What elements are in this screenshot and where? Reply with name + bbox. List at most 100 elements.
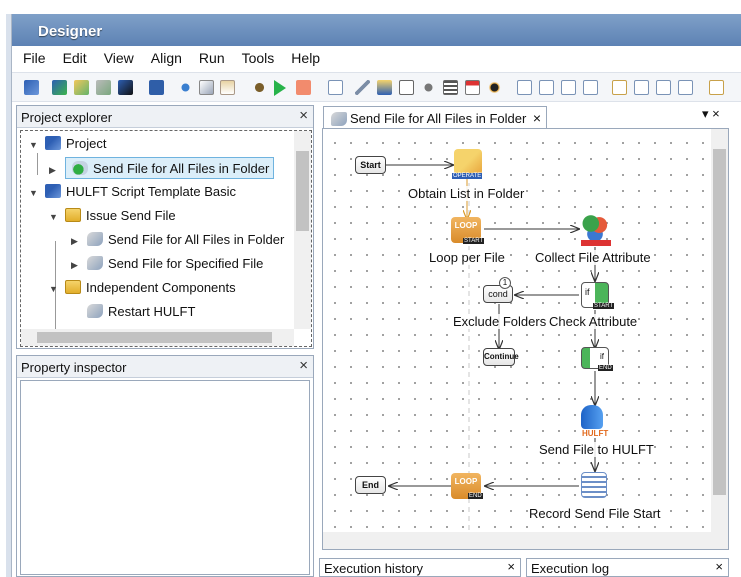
tree-item-independent-components[interactable]: ▼Independent Components: [49, 277, 236, 299]
property-inspector-panel: Property inspector ×: [16, 355, 314, 577]
project-icon: [45, 184, 61, 198]
expand-arrow-icon[interactable]: ▼: [29, 188, 38, 198]
tree-item-hulft-template[interactable]: ▼HULFT Script Template Basic: [29, 181, 236, 203]
scrollbar-thumb[interactable]: [37, 332, 272, 343]
import-icon[interactable]: [96, 80, 111, 95]
project-icon: [45, 136, 61, 150]
expand-arrow-icon[interactable]: ▼: [49, 212, 58, 222]
cond-node[interactable]: cond: [483, 285, 513, 303]
run-icon[interactable]: [274, 80, 286, 96]
collapse-arrow-icon[interactable]: ▶: [49, 165, 56, 175]
stop-icon[interactable]: [296, 80, 311, 95]
execution-history-panel: Execution history ×: [319, 558, 521, 577]
window-title: Designer: [12, 14, 741, 46]
settings-icon[interactable]: [421, 80, 436, 95]
property-inspector-title: Property inspector: [21, 360, 127, 375]
document-icon[interactable]: [399, 80, 414, 95]
same-size-icon[interactable]: [678, 80, 693, 95]
align-bottom-icon[interactable]: [656, 80, 671, 95]
tree-item-send-file-specified[interactable]: ▶Send File for Specified File: [71, 253, 263, 275]
project-explorer-close-icon[interactable]: ×: [299, 107, 308, 124]
hulft-badge: HULFT: [581, 429, 610, 438]
expand-arrow-icon[interactable]: ▼: [49, 284, 58, 294]
canvas-horizontal-scrollbar[interactable]: [323, 532, 711, 549]
menu-bar: File Edit View Align Run Tools Help: [12, 46, 741, 70]
collapse-arrow-icon[interactable]: ▶: [71, 236, 78, 246]
obtain-list-operate-icon[interactable]: [454, 149, 482, 175]
script-ok-icon: [72, 161, 88, 175]
canvas-vertical-scrollbar[interactable]: [711, 129, 728, 549]
label-exclude-folders: Exclude Folders: [453, 314, 547, 329]
list-icon[interactable]: [443, 80, 458, 95]
align-center-icon[interactable]: [539, 80, 554, 95]
label-obtain-list: Obtain List in Folder: [408, 186, 525, 201]
menu-align[interactable]: Align: [150, 50, 182, 66]
menu-help[interactable]: Help: [291, 50, 321, 66]
menu-view[interactable]: View: [103, 50, 134, 66]
menu-run[interactable]: Run: [198, 50, 225, 66]
copy-icon[interactable]: [199, 80, 214, 95]
menu-file[interactable]: File: [23, 50, 46, 66]
align-middle-icon[interactable]: [634, 80, 649, 95]
align-top-icon[interactable]: [612, 80, 627, 95]
execution-log-close-icon[interactable]: ×: [715, 559, 723, 574]
tree-vertical-scrollbar[interactable]: [294, 131, 311, 329]
paste-icon[interactable]: [220, 80, 235, 95]
open-icon[interactable]: [74, 80, 89, 95]
calendar-icon[interactable]: [465, 80, 480, 95]
if-end-icon[interactable]: if: [581, 347, 609, 369]
tree-item-project[interactable]: ▼Project: [29, 133, 106, 155]
layout-icon[interactable]: [709, 80, 724, 95]
tree-item-restart-hulft[interactable]: Restart HULFT: [87, 301, 195, 323]
execution-history-close-icon[interactable]: ×: [507, 559, 515, 574]
tab-label: Send File for All Files in Folder: [350, 111, 527, 126]
toolbar: [12, 72, 741, 102]
tab-close-icon[interactable]: ×: [532, 110, 541, 126]
new-project-icon[interactable]: [24, 80, 39, 95]
distribute-icon[interactable]: [583, 80, 598, 95]
grid-icon[interactable]: [328, 80, 343, 95]
project-explorer-header: Project explorer ×: [17, 106, 313, 128]
menu-edit[interactable]: Edit: [62, 50, 87, 66]
expand-arrow-icon[interactable]: ▼: [29, 140, 38, 150]
wrench-icon[interactable]: [355, 80, 370, 95]
flow-canvas[interactable]: Start OPERATE Obtain List in Folder LOOP…: [322, 128, 729, 551]
debug-icon[interactable]: [252, 80, 267, 95]
property-inspector-close-icon[interactable]: ×: [299, 357, 308, 374]
tree-item-send-file-all-template[interactable]: ▶Send File for All Files in Folder: [71, 229, 284, 251]
collect-red-badge: [581, 240, 611, 246]
book-icon[interactable]: [377, 80, 392, 95]
tab-send-file-all[interactable]: Send File for All Files in Folder ×: [323, 106, 547, 128]
execution-history-title: Execution history: [324, 561, 423, 576]
rename-icon[interactable]: [118, 80, 133, 95]
align-left-icon[interactable]: [517, 80, 532, 95]
start-node[interactable]: Start: [355, 156, 386, 174]
script-icon: [87, 256, 103, 270]
hulft-send-icon[interactable]: [581, 405, 603, 429]
label-send-file-to-hulft: Send File to HULFT: [539, 442, 654, 457]
bug-icon[interactable]: [487, 80, 502, 95]
save-icon[interactable]: [149, 80, 164, 95]
window-left-edge: [6, 14, 12, 577]
scrollbar-thumb[interactable]: [296, 151, 309, 231]
script-icon: [331, 112, 347, 126]
editor-panel-controls-icon[interactable]: ▾ ×: [702, 106, 720, 121]
align-right-icon[interactable]: [561, 80, 576, 95]
tree-horizontal-scrollbar[interactable]: [21, 329, 294, 346]
scrollbar-thumb[interactable]: [713, 149, 726, 495]
collapse-arrow-icon[interactable]: ▶: [71, 260, 78, 270]
tree-item-issue-send-file[interactable]: ▼Issue Send File: [49, 205, 176, 227]
step-number-badge: 1: [499, 277, 511, 289]
new-script-icon[interactable]: [52, 80, 67, 95]
end-node[interactable]: End: [355, 476, 386, 494]
label-loop-per-file: Loop per File: [429, 250, 505, 265]
record-log-icon[interactable]: [581, 472, 607, 498]
cut-icon[interactable]: [178, 80, 193, 95]
collect-attribute-icon[interactable]: [581, 213, 609, 243]
continue-node[interactable]: Continue: [483, 348, 519, 366]
menu-tools[interactable]: Tools: [241, 50, 275, 66]
script-icon: [87, 304, 103, 318]
tree-item-send-file-all[interactable]: ▶Send File for All Files in Folder: [49, 157, 275, 179]
folder-icon: [65, 280, 81, 294]
start-badge: START: [463, 238, 485, 244]
